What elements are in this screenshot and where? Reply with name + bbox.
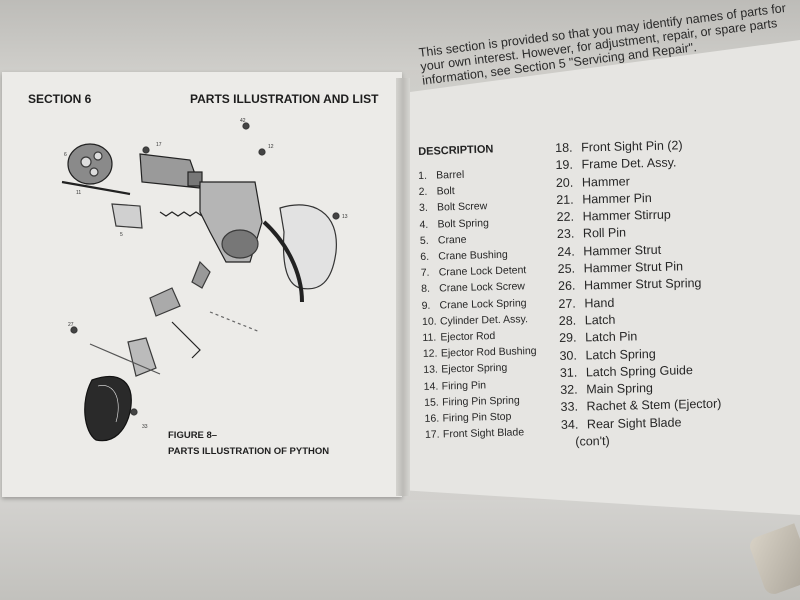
continued-note: (con't) [575,433,610,449]
section-label: SECTION 6 [28,92,92,106]
svg-text:27: 27 [68,322,74,328]
svg-text:6: 6 [64,152,67,158]
svg-text:5: 5 [120,232,123,238]
svg-text:33: 33 [142,424,148,430]
figure-label: FIGURE 8– [168,430,218,441]
exploded-parts-diagram: 6 11 17 42 12 13 5 27 33 [61,118,348,442]
section-title: PARTS ILLUSTRATION AND LIST [190,92,379,106]
list-item: 33.Rachet & Stem (Ejector) [560,397,722,415]
parts-list-column-2: 18.Front Sight Pin (2) 19.Frame Det. Ass… [555,137,722,452]
svg-text:11: 11 [76,190,81,196]
book-gutter [396,78,410,496]
list-item: 17.Front Sight Blade [424,426,525,442]
parts-list-column-1: 1.Barrel 2.Bolt 3.Bolt Screw 4.Bolt Spri… [418,165,539,443]
figure-caption: PARTS ILLUSTRATION OF PYTHON [168,446,330,457]
right-page [400,40,800,515]
list-item: 10.Cylinder Det. Assy. [421,313,529,328]
svg-text:13: 13 [342,214,348,220]
svg-text:12: 12 [268,144,274,150]
list-item: 26.Hammer Strut Spring [557,276,702,294]
background-fabric-bottom [0,500,800,600]
svg-text:17: 17 [156,142,162,148]
svg-text:42: 42 [240,118,246,124]
